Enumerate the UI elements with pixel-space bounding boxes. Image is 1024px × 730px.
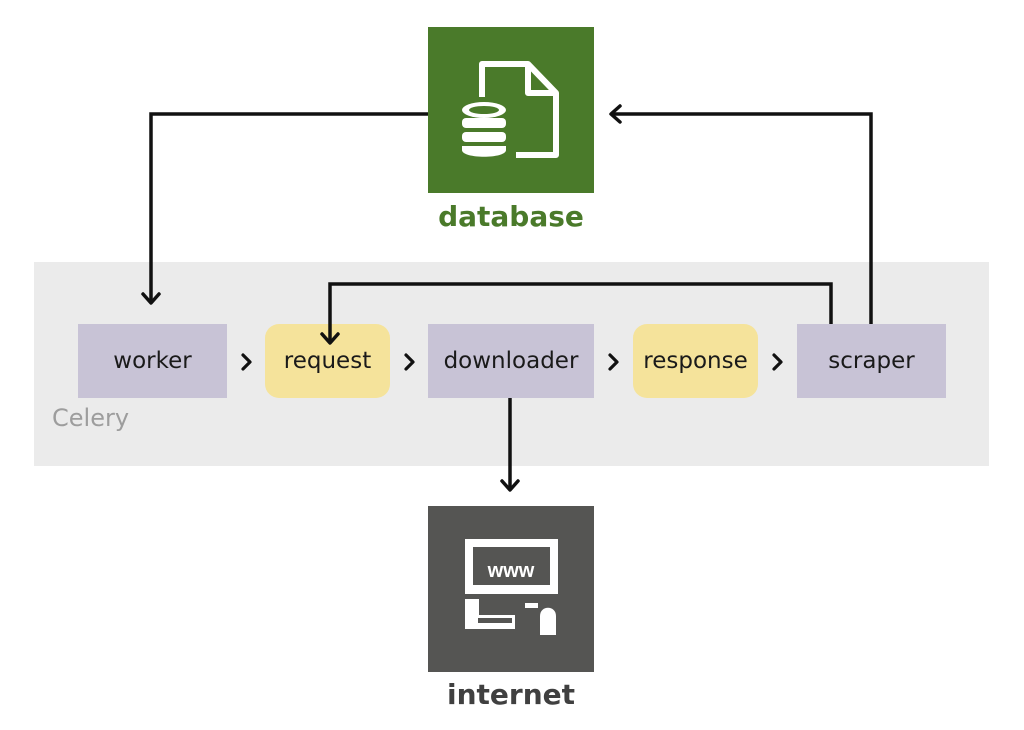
chevron-right-icon bbox=[404, 353, 415, 371]
database-tile bbox=[428, 27, 594, 193]
scraper-node: scraper bbox=[797, 324, 946, 398]
chevron-right-icon bbox=[772, 353, 783, 371]
arrowhead-down-icon bbox=[500, 479, 520, 492]
arrowhead-down-icon bbox=[320, 332, 340, 345]
arrow-scraper-to-request bbox=[328, 282, 833, 341]
arrow-database-to-worker bbox=[149, 112, 428, 302]
scraper-label: scraper bbox=[828, 348, 915, 374]
worker-node: worker bbox=[78, 324, 227, 398]
worker-label: worker bbox=[113, 348, 192, 374]
chevron-right-icon bbox=[241, 353, 252, 371]
database-label: database bbox=[438, 200, 584, 233]
arrowhead-down-icon bbox=[141, 292, 161, 305]
downloader-node: downloader bbox=[428, 324, 594, 398]
www-text: www bbox=[487, 560, 535, 582]
arrow-scraper-to-database bbox=[612, 112, 873, 324]
arrowhead-left-icon bbox=[609, 104, 622, 124]
www-computer-icon: www bbox=[465, 539, 558, 635]
request-node: request bbox=[265, 324, 390, 398]
downloader-label: downloader bbox=[443, 348, 579, 374]
internet-label: internet bbox=[446, 678, 576, 711]
celery-label: Celery bbox=[52, 404, 130, 432]
database-file-icon bbox=[462, 61, 559, 158]
chevron-right-icon bbox=[608, 353, 619, 371]
response-node: response bbox=[633, 324, 758, 398]
request-label: request bbox=[283, 348, 372, 374]
internet-tile: www bbox=[428, 506, 594, 672]
response-label: response bbox=[643, 348, 748, 374]
